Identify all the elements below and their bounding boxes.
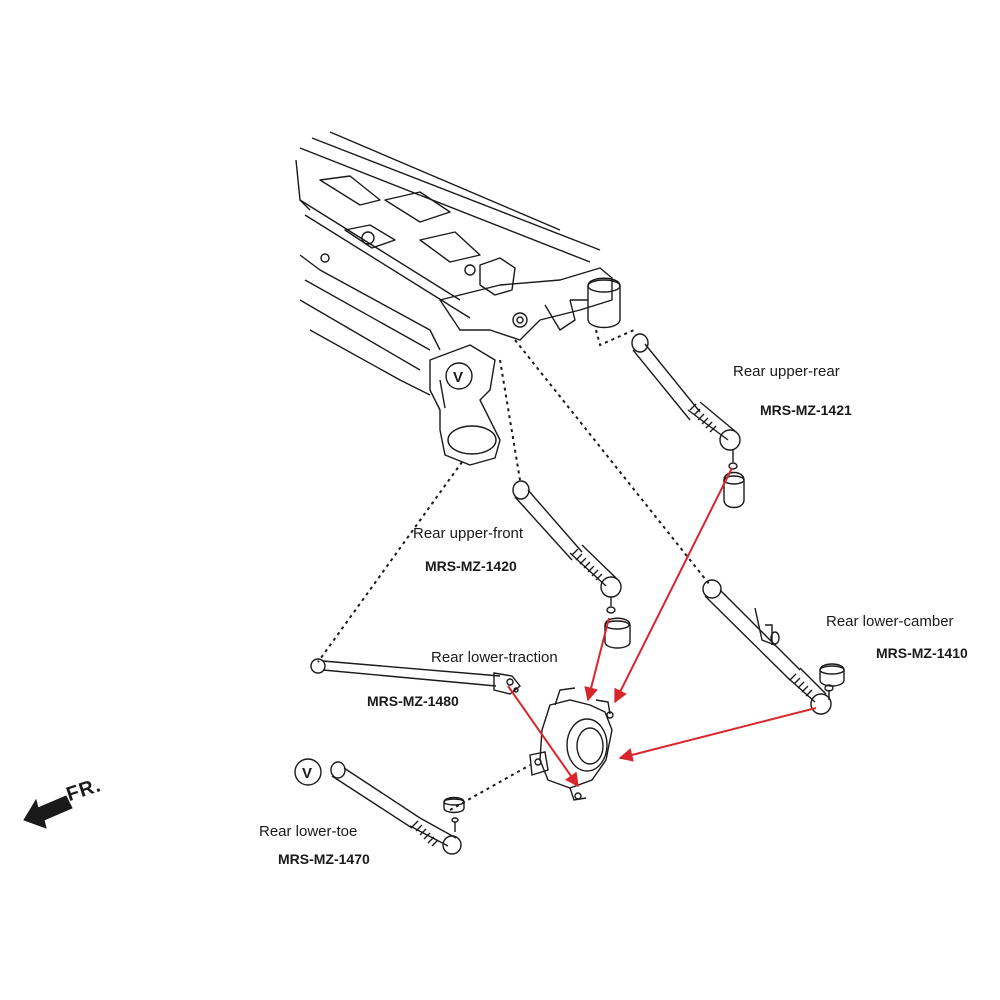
- label-lower-camber-name: Rear lower-camber: [826, 613, 954, 630]
- arrow-lower-camber: [618, 707, 817, 762]
- arrow-lower-traction: [507, 685, 579, 788]
- label-upper-rear-code: MRS-MZ-1421: [760, 402, 852, 418]
- front-direction-arrow: [23, 795, 73, 829]
- label-lower-traction-code: MRS-MZ-1480: [367, 693, 459, 709]
- label-lower-toe-code: MRS-MZ-1470: [278, 851, 370, 867]
- label-lower-toe-name: Rear lower-toe: [259, 823, 358, 840]
- v-marker-lower: V: [302, 765, 312, 782]
- link-upper-front: [512, 480, 631, 649]
- connection-arrows: [507, 467, 817, 788]
- label-lower-traction-name: Rear lower-traction: [431, 649, 558, 666]
- label-lower-camber-code: MRS-MZ-1410: [876, 645, 968, 661]
- label-upper-front-code: MRS-MZ-1420: [425, 558, 517, 574]
- arrow-upper-rear: [614, 467, 733, 704]
- link-lower-traction: [310, 658, 521, 695]
- arrow-upper-front: [584, 617, 610, 702]
- link-upper-rear: [631, 333, 745, 509]
- label-upper-front-name: Rear upper-front: [413, 525, 524, 542]
- subframe: [295, 131, 621, 466]
- link-lower-camber: [702, 579, 845, 715]
- v-marker-upper: V: [453, 369, 463, 386]
- link-lower-toe: [294, 758, 465, 855]
- knuckle-hub: [529, 687, 614, 801]
- label-upper-rear-name: Rear upper-rear: [733, 363, 840, 380]
